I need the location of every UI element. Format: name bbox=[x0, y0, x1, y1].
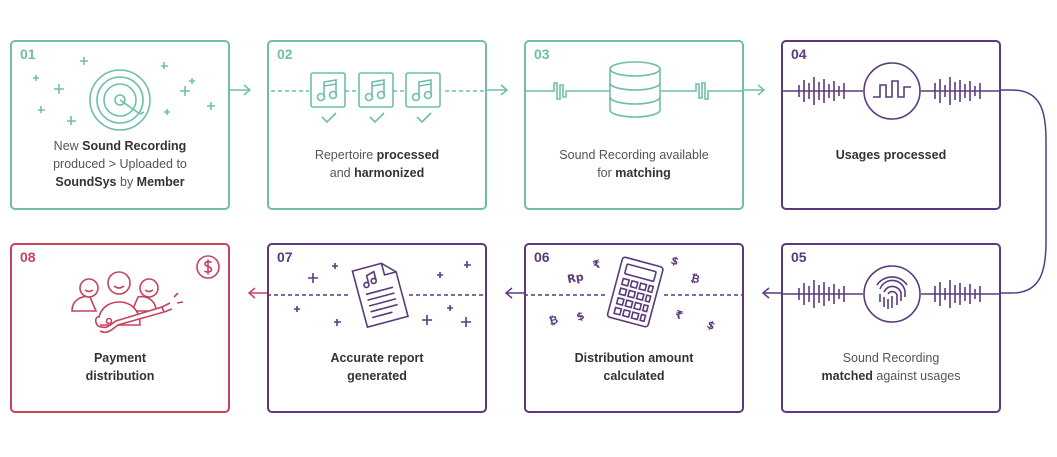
caption-bold-text: Accurate report bbox=[330, 351, 424, 365]
caption-line: Sound Recording available bbox=[526, 146, 742, 164]
document-icon bbox=[267, 261, 487, 329]
step-card-03: 03 Sound Recording available for matching bbox=[524, 40, 744, 210]
caption-text: New bbox=[53, 139, 83, 153]
step-card-07: 07 Accurate report generated bbox=[267, 243, 487, 413]
caption-bold-text: matching bbox=[615, 166, 671, 180]
step-caption: New Sound Recording produced > Uploaded t… bbox=[12, 137, 228, 191]
caption-bold-text: calculated bbox=[603, 369, 665, 383]
caption-line: Usages processed bbox=[783, 146, 999, 164]
sparkle-icons bbox=[294, 261, 471, 327]
check-icon bbox=[369, 112, 385, 124]
caption-line: New Sound Recording bbox=[12, 137, 228, 155]
caption-line: generated bbox=[269, 367, 485, 385]
caption-text: Sound Recording available bbox=[559, 148, 709, 162]
caption-text: produced > Uploaded to bbox=[53, 157, 187, 171]
caption-bold-text: Payment bbox=[93, 351, 147, 365]
sound-wave-icon bbox=[781, 62, 1001, 120]
step-caption: Accurate report generated bbox=[269, 349, 485, 385]
caption-bold-text: generated bbox=[347, 369, 407, 383]
fingerprint-icon bbox=[781, 265, 1001, 323]
step-caption: Distribution amount calculated bbox=[526, 349, 742, 385]
arrow-head-03 bbox=[500, 84, 509, 96]
bitcoin-icon: ₿ bbox=[689, 271, 701, 286]
step-number: 04 bbox=[791, 46, 807, 62]
caption-text: Repertoire bbox=[314, 148, 377, 162]
caption-line: SoundSys by Member bbox=[12, 173, 228, 191]
check-icon bbox=[321, 112, 337, 124]
step-number: 06 bbox=[534, 249, 550, 265]
arrow-head-02 bbox=[243, 84, 252, 96]
caption-text: for bbox=[597, 166, 616, 180]
step-number: 03 bbox=[534, 46, 550, 62]
caption-bold-text: Member bbox=[136, 175, 185, 189]
caption-line: and harmonized bbox=[269, 164, 485, 182]
step-card-08: 08 Payment distribution bbox=[10, 243, 230, 413]
caption-text: Sound Recording bbox=[842, 351, 940, 365]
caption-line: Distribution amount bbox=[526, 349, 742, 367]
band-musicians-icon bbox=[71, 271, 184, 334]
caption-text: and bbox=[329, 166, 355, 180]
caption-line: produced > Uploaded to bbox=[12, 155, 228, 173]
rupiah-icon: Rp bbox=[566, 270, 584, 286]
music-note-icon bbox=[316, 79, 338, 102]
caption-line: Repertoire processed bbox=[269, 146, 485, 164]
music-note-check-icons bbox=[271, 72, 485, 124]
caption-line: Sound Recording bbox=[783, 349, 999, 367]
music-note-icon bbox=[411, 79, 433, 102]
caption-line: for matching bbox=[526, 164, 742, 182]
step-number: 08 bbox=[20, 249, 36, 265]
step-card-01: 01 New Sound Recording produced > Uploade… bbox=[10, 40, 230, 210]
step-number: 07 bbox=[277, 249, 293, 265]
step-caption: Sound Recording available for matching bbox=[526, 146, 742, 182]
connector-04-05 bbox=[1001, 89, 1047, 294]
step-number: 02 bbox=[277, 46, 293, 62]
caption-line: Payment bbox=[12, 349, 228, 367]
caption-bold-text: processed bbox=[376, 148, 440, 162]
caption-bold-text: Sound Recording bbox=[82, 139, 187, 153]
dollar-icon: $ bbox=[705, 318, 717, 333]
step-card-05: 05 Sound Recording matched against usages bbox=[781, 243, 1001, 413]
check-icon bbox=[416, 112, 432, 124]
caption-line: calculated bbox=[526, 367, 742, 385]
rupee-icon: ₹ bbox=[673, 308, 685, 323]
caption-bold-text: harmonized bbox=[354, 166, 425, 180]
arrow-head-06 bbox=[761, 287, 770, 299]
database-icon bbox=[524, 61, 744, 118]
arrow-head-08 bbox=[247, 287, 256, 299]
rupee-icon: ₹ bbox=[591, 257, 602, 272]
caption-bold-text: matched bbox=[821, 369, 873, 383]
caption-line: distribution bbox=[12, 367, 228, 385]
calculator-icon: ₹ Rp $ ₿ ₿ $ ₹ $ bbox=[524, 254, 744, 333]
arrow-head-04 bbox=[757, 84, 766, 96]
step-card-06: 06 ₹ Rp $ ₿ ₿ $ ₹ $ Distribution amoun bbox=[524, 243, 744, 413]
caption-bold-text: Usages processed bbox=[835, 148, 947, 162]
dollar-coin-icon bbox=[196, 255, 220, 279]
sparkle-icons bbox=[33, 57, 215, 125]
caption-text: by bbox=[116, 175, 137, 189]
dollar-icon: $ bbox=[575, 309, 587, 324]
step-caption: Payment distribution bbox=[12, 349, 228, 385]
step-number: 01 bbox=[20, 46, 36, 62]
caption-bold-text: Distribution amount bbox=[574, 351, 694, 365]
arrow-head-07 bbox=[504, 287, 513, 299]
caption-bold-text: distribution bbox=[85, 369, 155, 383]
step-caption: Usages processed bbox=[783, 146, 999, 164]
music-note-icon bbox=[364, 79, 386, 102]
vinyl-record-icon bbox=[33, 57, 215, 131]
bitcoin-icon: ₿ bbox=[547, 313, 559, 328]
caption-line: Accurate report bbox=[269, 349, 485, 367]
step-card-04: 04 Usages processed bbox=[781, 40, 1001, 210]
caption-text: against usages bbox=[872, 369, 961, 383]
step-number: 05 bbox=[791, 249, 807, 265]
step-caption: Sound Recording matched against usages bbox=[783, 349, 999, 385]
caption-line: matched against usages bbox=[783, 367, 999, 385]
dollar-icon: $ bbox=[669, 254, 681, 269]
caption-bold-text: SoundSys bbox=[55, 175, 117, 189]
